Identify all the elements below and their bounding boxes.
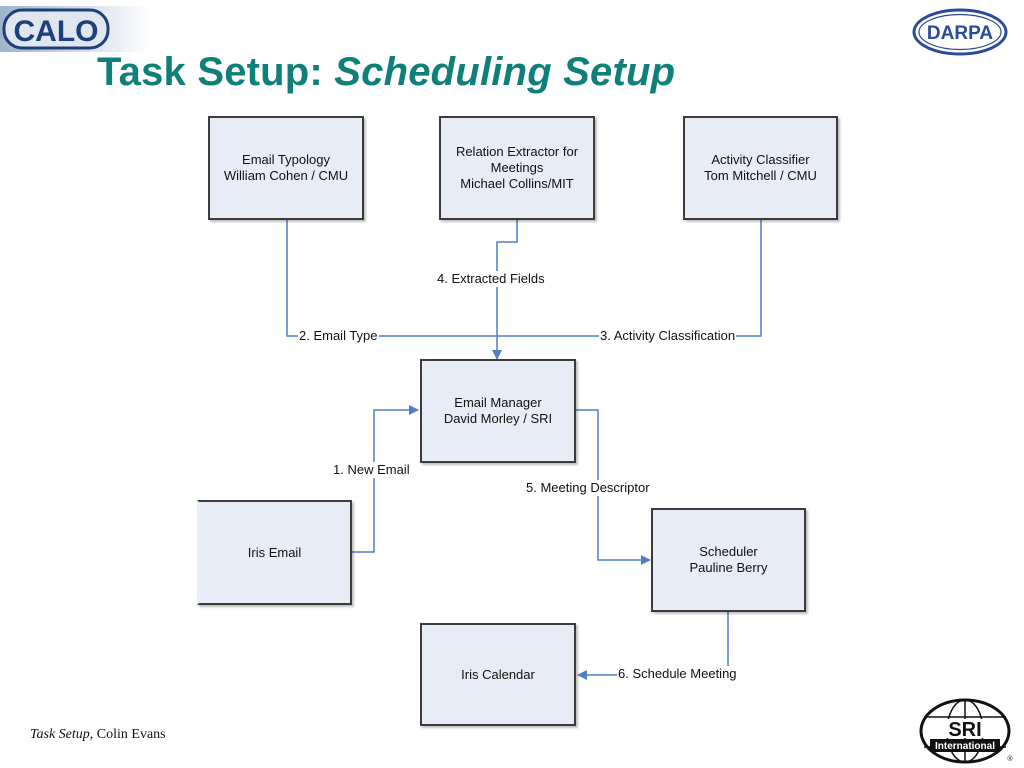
calo-logo: CALO — [0, 6, 150, 52]
edge-label-email-type: 2. Email Type — [298, 328, 379, 344]
node-relation-extractor-line-1: Relation Extractor for — [455, 144, 579, 159]
edge-label-schedule-meeting: 6. Schedule Meeting — [617, 666, 738, 682]
sri-logo-text: SRI — [948, 719, 981, 741]
node-email-manager: Email Manager David Morley / SRI — [420, 359, 576, 463]
node-iris-calendar: Iris Calendar — [420, 623, 576, 726]
sri-logo-subtext: International — [935, 741, 995, 752]
node-iris-email: Iris Email — [197, 500, 352, 605]
node-relation-extractor: Relation Extractor for Meetings Michael … — [439, 116, 595, 220]
node-email-typology-line-1: Email Typology — [242, 152, 330, 167]
node-scheduler-line-2: Pauline Berry — [689, 560, 768, 575]
footer-caption: Task Setup, Colin Evans — [30, 727, 166, 743]
darpa-logo: DARPA — [912, 8, 1008, 56]
node-email-manager-line-1: Email Manager — [454, 395, 542, 410]
edge-activity-classification — [497, 220, 762, 337]
page-title-main: Task Setup: — [97, 50, 335, 94]
node-activity-classifier: Activity Classifier Tom Mitchell / CMU — [683, 116, 838, 220]
darpa-logo-text: DARPA — [927, 23, 993, 44]
edge-label-meeting-descriptor: 5. Meeting Descriptor — [525, 480, 651, 496]
node-scheduler: Scheduler Pauline Berry — [651, 508, 806, 612]
node-email-typology-line-2: William Cohen / CMU — [223, 168, 349, 183]
node-iris-calendar-line-1: Iris Calendar — [461, 666, 535, 682]
node-email-typology: Email Typology William Cohen / CMU — [208, 116, 364, 220]
node-email-manager-line-2: David Morley / SRI — [443, 411, 553, 426]
node-relation-extractor-line-2: Meetings — [490, 160, 544, 175]
node-iris-email-line-1: Iris Email — [247, 544, 302, 560]
page-title: Task Setup: Scheduling Setup — [97, 50, 675, 95]
calo-logo-text: CALO — [14, 15, 99, 48]
node-scheduler-line-1: Scheduler — [699, 544, 758, 559]
node-activity-classifier-line-1: Activity Classifier — [711, 152, 810, 167]
edge-label-new-email: 1. New Email — [332, 462, 411, 478]
edge-label-activity-classification: 3. Activity Classification — [599, 328, 737, 344]
svg-text:®: ® — [1007, 755, 1013, 763]
edge-email-type — [286, 220, 497, 337]
edge-label-extracted-fields: 4. Extracted Fields — [436, 271, 546, 287]
edge-new-email — [352, 405, 419, 553]
edge-extracted-fields — [492, 220, 518, 360]
node-activity-classifier-line-2: Tom Mitchell / CMU — [704, 168, 817, 183]
sri-logo: SRI International ® — [919, 698, 1013, 764]
footer-author: , Colin Evans — [89, 727, 166, 742]
node-relation-extractor-line-3: Michael Collins/MIT — [460, 176, 574, 191]
footer-title: Task Setup — [30, 727, 90, 742]
page-title-sub: Scheduling Setup — [334, 50, 676, 94]
